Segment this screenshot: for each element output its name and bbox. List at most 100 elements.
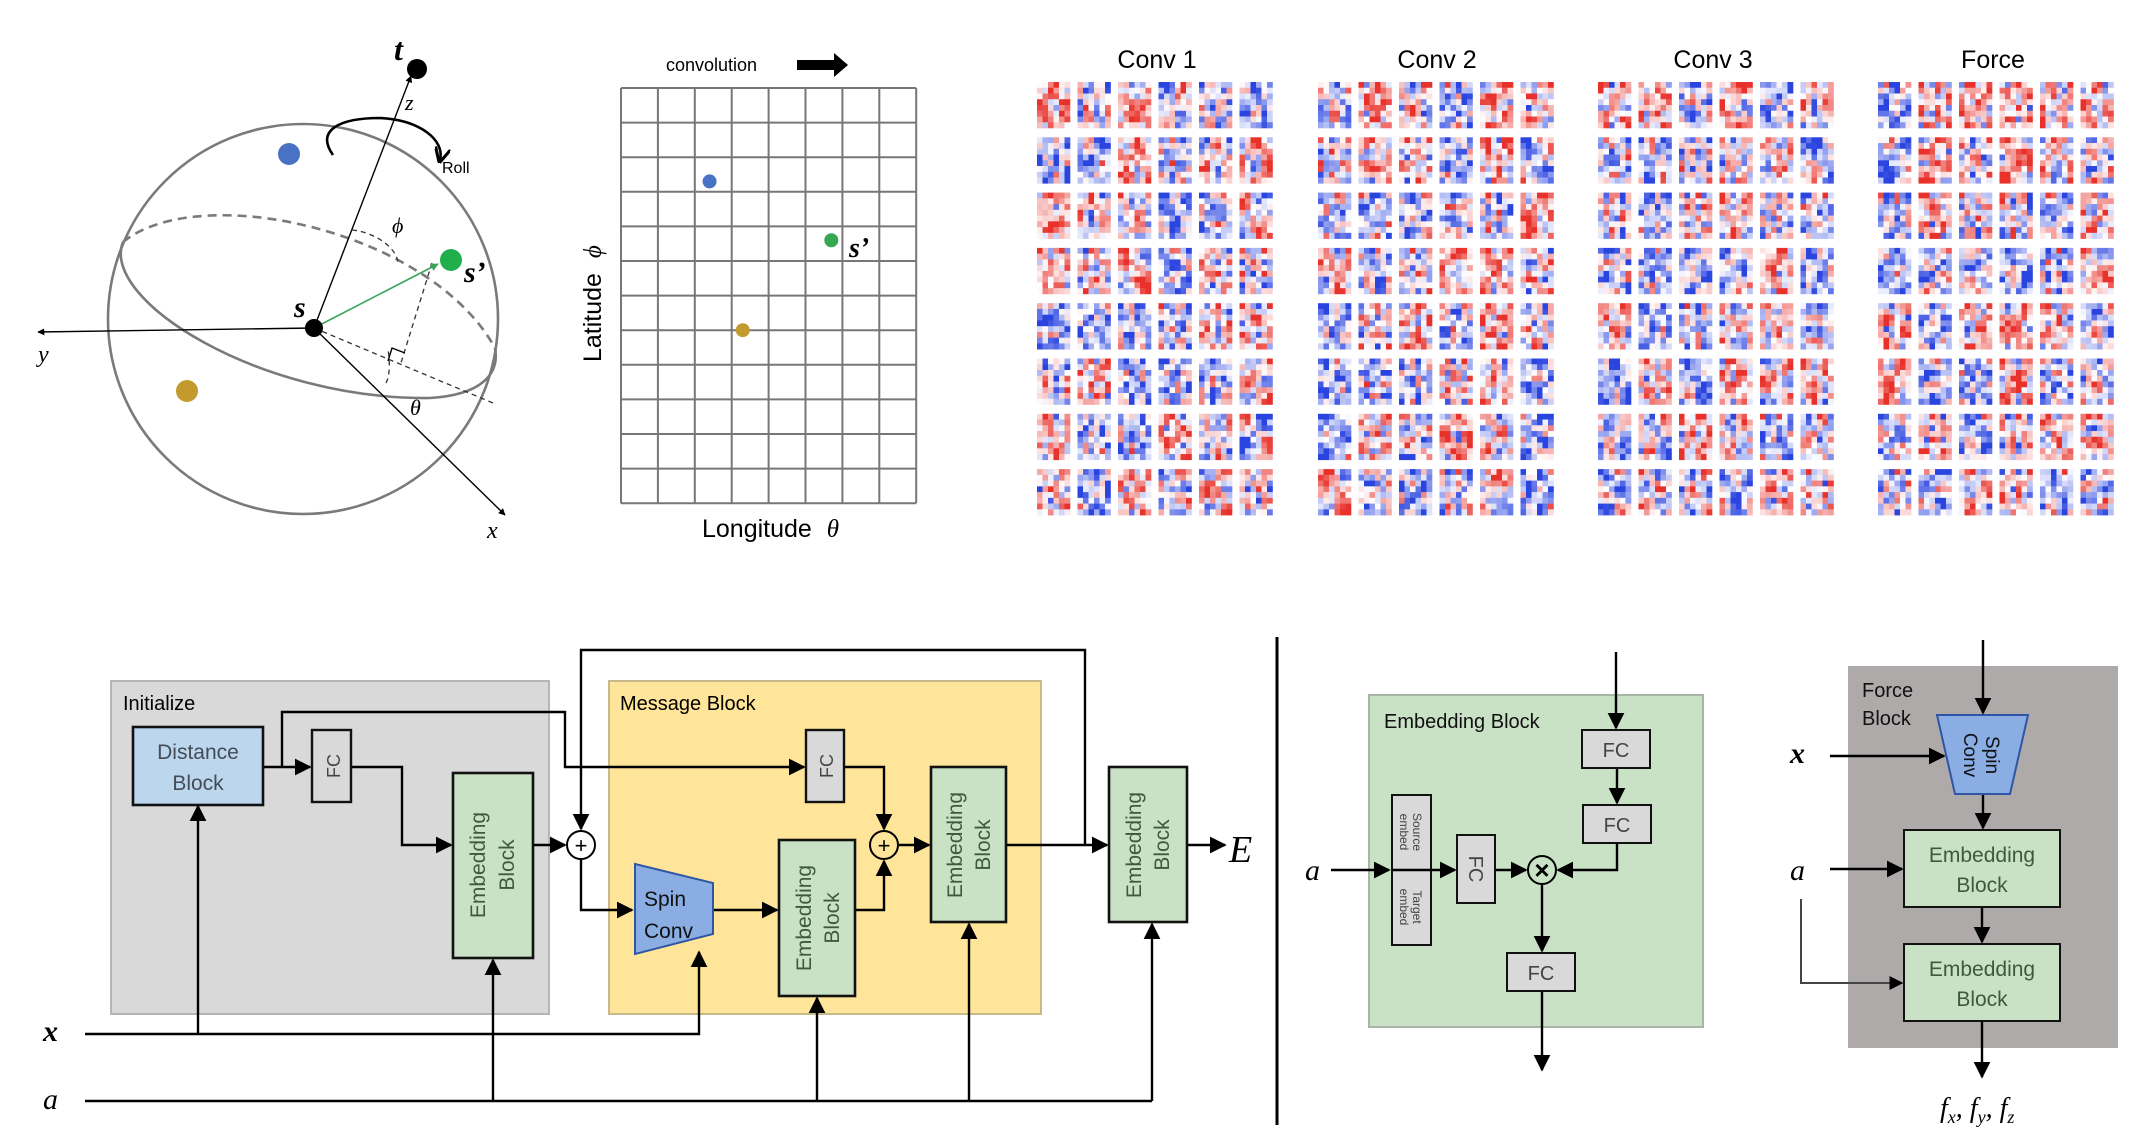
filter-tile [2040,192,2074,239]
filter-tile [1037,358,1071,405]
message-spin-conv [634,862,714,956]
wire-embedding-to-sum2 [856,859,893,912]
latitude-label: Latitude ϕ [579,245,607,362]
output-embedding-label-1: Embedding [1123,792,1146,898]
filter-visualizations: Conv 1 Conv 2 Conv 3 Force [1037,46,2114,516]
sum-node-1-symbol: + [575,833,588,858]
force-block-title-1: Force [1862,680,1913,702]
filter-tile [1439,358,1473,405]
filter-panel-conv-3 [1598,82,1834,516]
filter-tile [1077,413,1111,461]
filter-tile [2040,358,2074,405]
filter-tile [1358,303,1392,350]
label-theta: θ [410,395,421,420]
filter-tile [1719,303,1753,350]
filter-tile [1959,247,1993,295]
filter-tile [1077,82,1111,129]
embedding-fc-left-label: FC [1464,856,1486,883]
filter-tile [1439,247,1473,295]
filter-tile [1118,303,1152,350]
filter-tile [1918,137,1952,184]
filter-tile [1199,137,1233,184]
filter-tile [1358,358,1392,405]
output-embedding-block [1107,765,1189,924]
force-embedding-2-label-2: Block [1956,988,2008,1011]
filter-tile [1439,192,1473,239]
message-block-title: Message Block [620,693,757,715]
filter-tile [1679,247,1713,295]
force-spin-conv-label-2: Conv [1959,733,1980,778]
filter-tile [2080,303,2114,350]
filter-tile [1999,303,2033,350]
filter-tile [1480,192,1514,239]
filter-tile [1480,137,1514,184]
filter-tile [1239,469,1273,516]
fx-sub: x [1947,1107,1956,1127]
filter-tile [1999,137,2033,184]
filter-tile [1520,358,1554,405]
filter-tile [1878,358,1912,405]
filter-tile [1878,469,1912,516]
filter-tile [1318,358,1352,405]
filter-tile [1959,469,1993,516]
filter-tile [1679,192,1713,239]
grid-point-blue [702,174,717,189]
lat-long-grid: convolution s’ Longitude θ Latitude ϕ [579,53,918,543]
filter-tile [1399,192,1433,239]
label-s-prime: s’ [463,256,486,289]
filter-tile [1118,413,1152,461]
force-embedding-block-1 [1903,829,2061,908]
filter-tile [1399,413,1433,461]
filter-tile [1918,192,1952,239]
longitude-text: Longitude [702,515,812,543]
target-embed-label-2: embed [1397,889,1411,926]
filter-tile [1199,469,1233,516]
force-block-title-2: Block [1862,708,1912,730]
input-x-label: x [42,1015,58,1048]
fz-sub: z [2006,1107,2014,1127]
filter-tile [1199,358,1233,405]
initialize-embedding-label-2: Block [496,839,519,891]
filter-tile [1760,137,1794,184]
target-atom-dot [407,59,427,79]
embedding-fc-bottom [1506,952,1576,992]
latitude-symbol: ϕ [580,245,607,258]
filter-tile [1318,303,1352,350]
initialize-fc [310,728,353,804]
filter-tile [1878,413,1912,461]
wire-msgfc-to-sum2 [845,765,893,831]
filter-tile [1118,137,1152,184]
message-spin-conv-label-1: Spin [644,888,686,911]
message-embedding-2-label-2: Block [972,819,995,871]
filter-tile [1800,247,1834,295]
filter-tile [1480,358,1514,405]
multiply-node [1527,855,1557,885]
roll-label: Roll [442,160,470,177]
filter-tile [1760,82,1794,129]
filter-tile [1037,82,1071,129]
vector-s-to-s-prime [313,263,439,329]
filter-tile [1318,82,1352,129]
filter-tile [1719,82,1753,129]
filter-tile [1999,413,2033,461]
filter-tile [1239,82,1273,129]
equator-front [119,241,498,400]
force-spin-conv-label-1: Spin [1981,736,2002,774]
label-phi: ϕ [392,213,403,238]
longitude-label: Longitude θ [702,515,839,543]
comma-1: , [1956,1093,1970,1124]
force-output-label: fx, fy, fz [1940,1093,2014,1127]
filter-tile [2080,413,2114,461]
energy-output-label: E [1228,829,1252,871]
filter-tile [2040,413,2074,461]
filter-tile [1399,358,1433,405]
sum-node-2-symbol: + [878,833,891,858]
grid-points [702,174,839,338]
latitude-text: Latitude [579,273,607,362]
filter-tile [2080,192,2114,239]
wire-distance-to-message-fc [280,710,806,776]
embedding-fc-left [1456,834,1496,904]
filter-tile [2040,82,2074,129]
filter-tile [1598,192,1632,239]
filter-tile [1077,303,1111,350]
